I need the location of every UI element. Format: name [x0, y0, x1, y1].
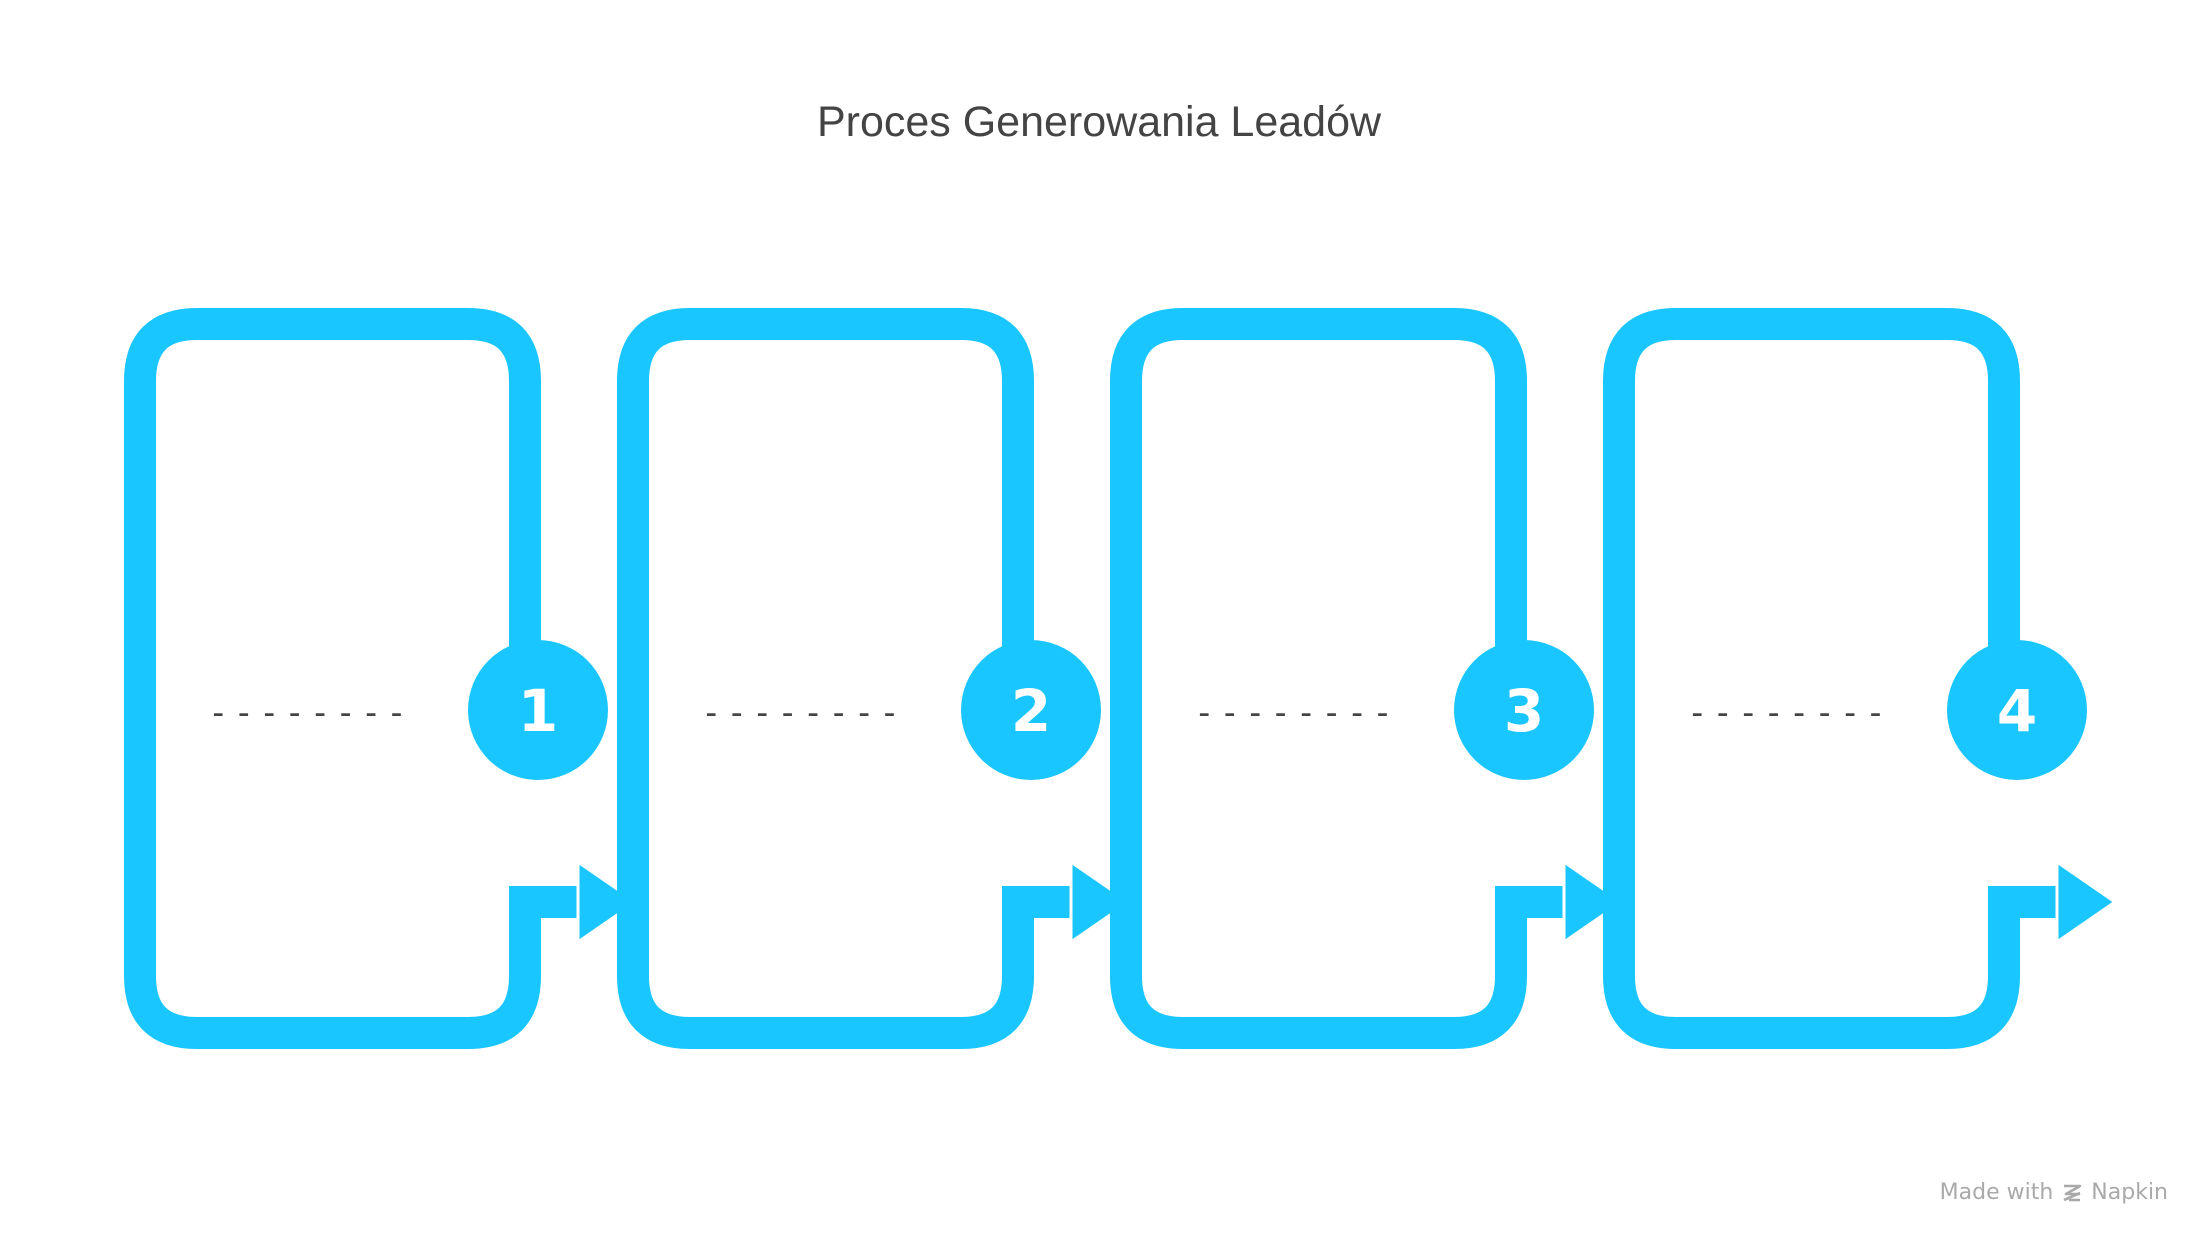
- step-number-circle: [1947, 640, 2087, 780]
- step-placeholder-text: --------: [701, 693, 905, 733]
- process-step-3: 3 --------: [1110, 308, 1625, 1049]
- steps-layer: 1 -------- 2 -------- 3 -------- 4 --------: [124, 308, 2118, 1049]
- step-number-circle: [1454, 640, 1594, 780]
- step-arrow-head-icon: [1069, 859, 1132, 945]
- step-number-label: 4: [1997, 677, 2037, 745]
- diagram-title: Proces Generowania Leadów: [816, 98, 1382, 146]
- step-number-label: 3: [1504, 677, 1544, 745]
- napkin-logo-icon: [2063, 1184, 2082, 1201]
- step-placeholder-text: --------: [1687, 693, 1891, 733]
- process-step-1: 1 --------: [124, 308, 639, 1049]
- step-outline: [617, 308, 1034, 1049]
- watermark-brand: Napkin: [2091, 1180, 2168, 1205]
- step-outline: [1603, 308, 2020, 1049]
- step-number-circle: [468, 640, 608, 780]
- made-with-napkin-watermark: Made with Napkin: [1940, 1180, 2168, 1205]
- step-arrow-head-icon: [2055, 859, 2118, 945]
- step-placeholder-text: --------: [208, 693, 412, 733]
- step-number-circle: [961, 640, 1101, 780]
- step-placeholder-text: --------: [1194, 693, 1398, 733]
- step-number-label: 2: [1011, 677, 1051, 745]
- step-outline: [1110, 308, 1527, 1049]
- step-number-label: 1: [518, 677, 558, 745]
- watermark-prefix: Made with: [1939, 1180, 2054, 1205]
- process-step-2: 2 --------: [617, 308, 1132, 1049]
- step-outline: [124, 308, 541, 1049]
- step-arrow-head-icon: [576, 859, 639, 945]
- step-arrow-head-icon: [1562, 859, 1625, 945]
- process-step-4: 4 --------: [1603, 308, 2118, 1049]
